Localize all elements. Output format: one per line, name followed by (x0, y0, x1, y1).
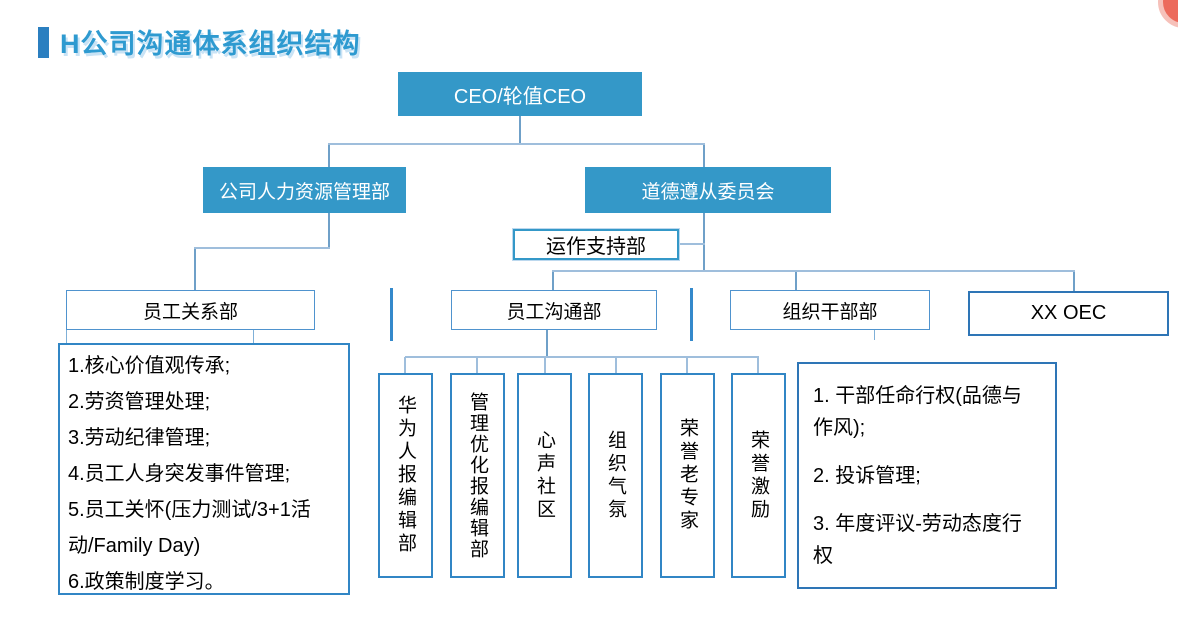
org-node-employee-communication-label: 员工沟通部 (506, 301, 602, 323)
duty-item: 1.核心价值观传承; (68, 355, 231, 377)
org-node-org-cadre-label: 组织干部部 (782, 301, 878, 323)
org-node-org-cadre: 组织干部部 (730, 290, 930, 330)
title-accent-bar (38, 27, 49, 58)
connector-relations-drop (194, 249, 196, 290)
org-node-hr-dept: 公司人力资源管理部 (203, 167, 406, 213)
org-node-employee-relations-label: 员工关系部 (142, 301, 238, 323)
comm-subunit-label: 管理优化报编辑部 (467, 391, 488, 560)
org-node-xx-oec: XX OEC (968, 291, 1169, 336)
org-node-employee-communication: 员工沟通部 (451, 290, 657, 330)
connector-subunit-drop-2 (476, 357, 478, 373)
connector-subunits-horizontal (405, 356, 759, 358)
comm-subunit-box: 组织气氛 (588, 373, 643, 578)
connector-level3-horizontal (552, 270, 1075, 272)
duty-item: 2. 投诉管理; (813, 465, 921, 487)
org-node-hr-dept-label: 公司人力资源管理部 (218, 181, 390, 203)
comm-subunit-label: 荣誉老专家 (677, 418, 698, 533)
red-circle-badge-icon[interactable] (1158, 0, 1178, 28)
separator-line-2 (690, 288, 693, 341)
connector-ops-stub (679, 243, 705, 245)
org-node-ethics-committee-label: 道德遵从委员会 (641, 181, 775, 203)
connector-level2-horizontal (328, 143, 705, 145)
comm-subunit-label: 华为人报编辑部 (395, 395, 416, 556)
connector-subunit-drop-6 (757, 357, 759, 373)
org-node-ceo: CEO/轮值CEO (398, 72, 642, 116)
connector-subunit-drop-1 (404, 357, 406, 373)
comm-subunit-box: 华为人报编辑部 (378, 373, 433, 578)
connector-relations-elbow (194, 247, 330, 249)
connector-cadre-drop (795, 272, 797, 290)
comm-subunit-box: 管理优化报编辑部 (450, 373, 505, 578)
comm-subunit-box: 荣誉老专家 (660, 373, 715, 578)
relations-duties-box: 1.核心价值观传承; 2.劳资管理处理; 3.劳动纪律管理; 4.员工人身突发事… (58, 343, 350, 595)
duty-item: 3. 年度评议-劳动态度行权 (813, 513, 1022, 567)
comm-subunit-label: 心声社区 (534, 429, 555, 522)
duty-item: 1. 干部任命行权(品德与作风); (813, 385, 1022, 439)
org-node-ops-support: 运作支持部 (513, 229, 679, 260)
connector-communication-drop (552, 272, 554, 290)
duty-item: 2.劳资管理处理; (68, 391, 211, 413)
comm-subunit-label: 荣誉激励 (748, 429, 769, 522)
comm-subunit-box: 荣誉激励 (731, 373, 786, 578)
connector-ethics-down (703, 213, 705, 271)
stub-relations-left (66, 330, 67, 343)
duty-item: 3.劳动纪律管理; (68, 427, 211, 449)
connector-oec-drop (1073, 272, 1075, 291)
connector-communication-down (546, 330, 548, 357)
org-node-ops-support-label: 运作支持部 (546, 236, 646, 258)
connector-hr-down (328, 213, 330, 248)
duty-item: 5.员工关怀(压力测试/3+1活动/Family Day) (68, 499, 311, 557)
connector-ceo-down (519, 116, 521, 144)
org-node-xx-oec-label: XX OEC (1030, 302, 1107, 324)
connector-ethics-drop (703, 145, 705, 167)
connector-subunit-drop-5 (686, 357, 688, 373)
connector-subunit-drop-3 (544, 357, 546, 373)
page-title: H公司沟通体系组织结构 (60, 29, 361, 59)
org-node-ethics-committee: 道德遵从委员会 (585, 167, 831, 213)
comm-subunit-label: 组织气氛 (605, 429, 626, 522)
separator-line-1 (390, 288, 393, 341)
duty-item: 6.政策制度学习。 (68, 571, 225, 593)
connector-hr-drop (328, 145, 330, 167)
connector-subunit-drop-4 (615, 357, 617, 373)
cadre-duties-box: 1. 干部任命行权(品德与作风); 2. 投诉管理; 3. 年度评议-劳动态度行… (797, 362, 1057, 589)
org-node-employee-relations: 员工关系部 (66, 290, 315, 330)
org-node-ceo-label: CEO/轮值CEO (453, 85, 587, 108)
comm-subunit-box: 心声社区 (517, 373, 572, 578)
duty-item: 4.员工人身突发事件管理; (68, 463, 291, 485)
